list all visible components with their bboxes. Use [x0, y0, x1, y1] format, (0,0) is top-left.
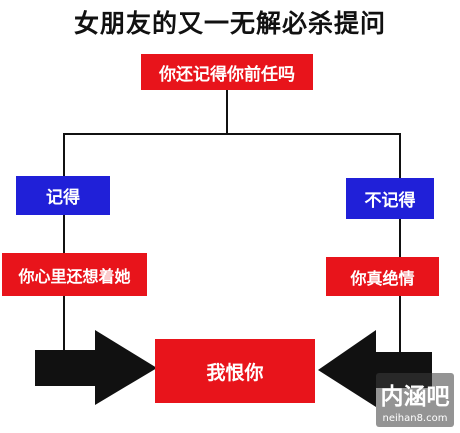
- result-text: 我恨你: [206, 361, 264, 384]
- result-box: 我恨你: [155, 339, 315, 403]
- consequence-right-text: 你真绝情: [350, 268, 415, 288]
- choice-not-remember: 不记得: [346, 178, 434, 219]
- watermark-url: neihan8.com: [382, 413, 448, 424]
- choice-remember: 记得: [16, 176, 110, 215]
- arrow-right-icon: [35, 330, 157, 405]
- consequence-right: 你真绝情: [326, 257, 439, 296]
- connector-horizontal: [63, 133, 401, 135]
- question-box: 你还记得你前任吗: [141, 54, 313, 90]
- choice-remember-label: 记得: [46, 188, 80, 208]
- diagram-title: 女朋友的又一无解必杀提问: [73, 9, 386, 38]
- connector-question-down: [226, 90, 228, 134]
- connector-left-branch: [63, 133, 65, 353]
- watermark-logo: 内涵吧 neihan8.com: [376, 373, 454, 427]
- watermark-main: 内涵吧: [380, 384, 450, 410]
- choice-not-remember-label: 不记得: [364, 191, 416, 211]
- consequence-left: 你心里还想着她: [2, 253, 147, 296]
- question-text: 你还记得你前任吗: [159, 64, 295, 85]
- connector-right-branch: [399, 133, 401, 353]
- consequence-left-text: 你心里还想着她: [18, 266, 131, 286]
